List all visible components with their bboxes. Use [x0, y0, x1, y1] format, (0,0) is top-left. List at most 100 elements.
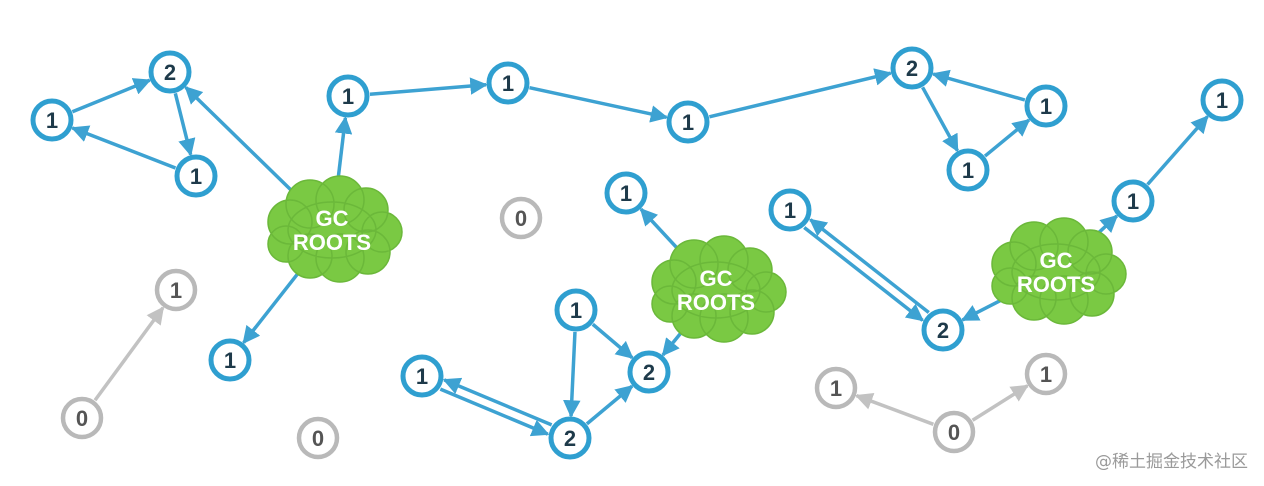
edge-c3-c2 — [983, 118, 1031, 158]
edge-r1-d1 — [242, 262, 307, 345]
reachable-object-node: 2 — [148, 50, 192, 94]
node-ring — [326, 74, 370, 118]
unreachable-object-node: 0 — [499, 196, 543, 240]
gc-roots-line2: ROOTS — [1017, 272, 1095, 297]
reference-count-label: 1 — [1040, 94, 1052, 119]
edge-g6-g5 — [854, 392, 934, 426]
node-ring — [296, 416, 340, 460]
reference-count-label: 1 — [570, 298, 582, 323]
unreachable-object-node: 0 — [60, 396, 104, 440]
node-ring — [548, 416, 592, 460]
reference-count-label: 1 — [830, 376, 842, 401]
edge-b1-b2 — [369, 77, 488, 96]
reference-count-label: 0 — [515, 206, 527, 231]
reachable-object-node: 1 — [946, 148, 990, 192]
unreachable-object-node: 1 — [1024, 352, 1068, 396]
edge-c1-c3 — [921, 86, 959, 153]
edge-f3-f4 — [1146, 115, 1209, 186]
gc-roots-line2: ROOTS — [677, 290, 755, 315]
reference-count-label: 2 — [564, 426, 576, 451]
reference-count-label: 2 — [164, 60, 176, 85]
edges-layer — [70, 68, 1209, 437]
reference-count-label: 1 — [784, 198, 796, 223]
edge-a3-a1 — [70, 125, 177, 170]
reachable-object-node: 1 — [666, 100, 710, 144]
edge-e2-e3 — [591, 322, 634, 360]
reachable-object-node: 2 — [548, 416, 592, 460]
edge-e4-e5 — [439, 387, 550, 437]
gc-roots-line1: GC — [700, 266, 733, 291]
edge-f1-f2 — [803, 226, 924, 322]
node-ring — [921, 308, 965, 352]
reference-count-label: 1 — [416, 364, 428, 389]
edge-g1-g2 — [93, 306, 165, 402]
reference-count-label: 2 — [906, 56, 918, 81]
reference-count-label: 0 — [312, 426, 324, 451]
reachable-object-node: 2 — [921, 308, 965, 352]
gc-roots-line1: GC — [316, 206, 349, 231]
edge-b2-b3 — [529, 85, 669, 123]
gc-roots-line2: ROOTS — [293, 230, 371, 255]
reference-count-label: 1 — [502, 71, 514, 96]
node-ring — [208, 338, 252, 382]
node-ring — [1200, 78, 1244, 122]
node-ring — [627, 350, 671, 394]
node-ring — [1111, 179, 1155, 223]
node-ring — [666, 100, 710, 144]
reference-count-label: 1 — [224, 348, 236, 373]
node-ring — [154, 268, 198, 312]
gc-roots-line1: GC — [1040, 248, 1073, 273]
reachable-object-node: 1 — [768, 188, 812, 232]
reference-count-label: 0 — [948, 420, 960, 445]
edge-c2-c1 — [931, 69, 1026, 102]
node-ring — [400, 354, 444, 398]
reachable-object-node: 1 — [1111, 179, 1155, 223]
node-ring — [890, 46, 934, 90]
edge-e5-e4 — [442, 377, 553, 427]
reference-count-label: 1 — [962, 158, 974, 183]
unreachable-object-node: 0 — [296, 416, 340, 460]
node-ring — [499, 196, 543, 240]
reference-count-label: 2 — [937, 318, 949, 343]
node-ring — [604, 171, 648, 215]
cloud-shape — [267, 175, 403, 283]
reference-count-label: 1 — [620, 181, 632, 206]
reference-count-label: 1 — [1040, 362, 1052, 387]
reference-count-label: 1 — [682, 110, 694, 135]
edge-b3-c1 — [708, 68, 893, 119]
watermark: @稀土掘金技术社区 — [1095, 452, 1248, 472]
reachable-object-node: 1 — [554, 288, 598, 332]
node-ring — [148, 50, 192, 94]
reachable-object-node: 1 — [1024, 84, 1068, 128]
node-ring — [60, 396, 104, 440]
reachable-object-node: 1 — [1200, 78, 1244, 122]
node-ring — [174, 154, 218, 198]
reachable-object-node: 1 — [604, 171, 648, 215]
node-ring — [554, 288, 598, 332]
reference-count-label: 1 — [1216, 88, 1228, 113]
cloud-shape — [651, 235, 787, 343]
reachable-object-node: 1 — [326, 74, 370, 118]
node-ring — [486, 61, 530, 105]
edge-e5-e3 — [585, 384, 634, 426]
reference-count-label: 1 — [1127, 189, 1139, 214]
cloud-shape — [991, 217, 1127, 325]
reachable-object-node: 1 — [486, 61, 530, 105]
reachable-object-node: 1 — [174, 154, 218, 198]
reachable-object-node: 1 — [208, 338, 252, 382]
reachable-object-node: 2 — [890, 46, 934, 90]
edge-e2-e5 — [563, 331, 581, 418]
reference-count-label: 1 — [190, 164, 202, 189]
unreachable-object-node: 1 — [814, 366, 858, 410]
unreachable-object-node: 1 — [154, 268, 198, 312]
node-ring — [1024, 352, 1068, 396]
node-ring — [768, 188, 812, 232]
edge-g6-g7 — [971, 384, 1029, 422]
reachable-object-node: 1 — [400, 354, 444, 398]
